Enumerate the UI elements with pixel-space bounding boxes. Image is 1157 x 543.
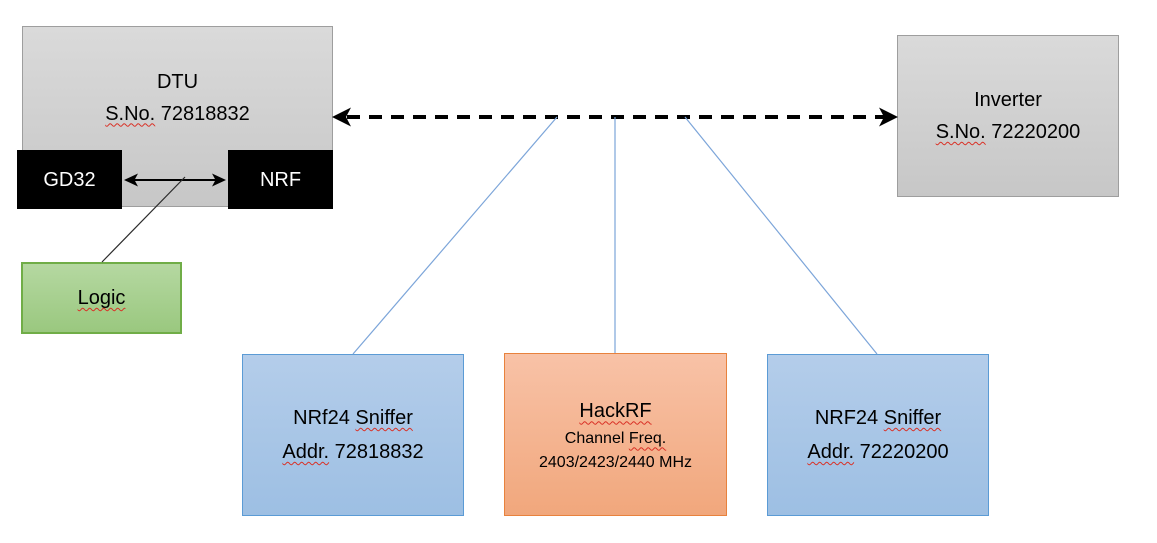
inverter-serial: S.No. 72220200 — [936, 116, 1081, 148]
sniffer-right-box: NRF24 Sniffer Addr. 72220200 — [767, 354, 989, 516]
logic-box: Logic — [21, 262, 182, 334]
sniffer-left-box: NRf24 Sniffer Addr. 72818832 — [242, 354, 464, 516]
dtu-serial-value: 72818832 — [160, 102, 250, 125]
link-to-sniffer-left-line — [352, 116, 558, 355]
dtu-title: DTU — [156, 70, 199, 93]
hackrf-title: HackRF — [579, 400, 652, 423]
sniffer-left-title: NRf24 Sniffer — [293, 407, 413, 429]
dtu-inverter-left-arrowhead-icon — [332, 107, 351, 127]
nrf-label: NRF — [259, 168, 302, 191]
sniffer-right-title: NRF24 Sniffer — [814, 407, 942, 429]
hackrf-freq-values: 2403/2423/2440 MHz — [539, 453, 692, 471]
dtu-inverter-right-arrowhead-icon — [879, 107, 898, 127]
sniffer-right-address: Addr. 72220200 — [807, 441, 949, 463]
link-to-sniffer-right-line — [684, 116, 878, 355]
nrf-box: NRF — [228, 150, 333, 209]
logic-label: Logic — [77, 287, 126, 309]
inverter-title: Inverter — [974, 89, 1042, 111]
gd32-box: GD32 — [17, 150, 122, 209]
dtu-serial: S.No. 72818832 — [105, 98, 250, 130]
dtu-serial-label: S.No. — [105, 102, 156, 125]
hackrf-box: HackRF Channel Freq. 2403/2423/2440 MHz — [504, 353, 727, 516]
gd32-label: GD32 — [43, 168, 96, 191]
inverter-serial-label: S.No. — [935, 121, 986, 143]
hackrf-freq-label: Channel Freq. — [564, 430, 667, 448]
inverter-box: Inverter S.No. 72220200 — [897, 35, 1119, 197]
sniffer-left-address: Addr. 72818832 — [282, 441, 424, 463]
inverter-serial-value: 72220200 — [991, 121, 1081, 143]
